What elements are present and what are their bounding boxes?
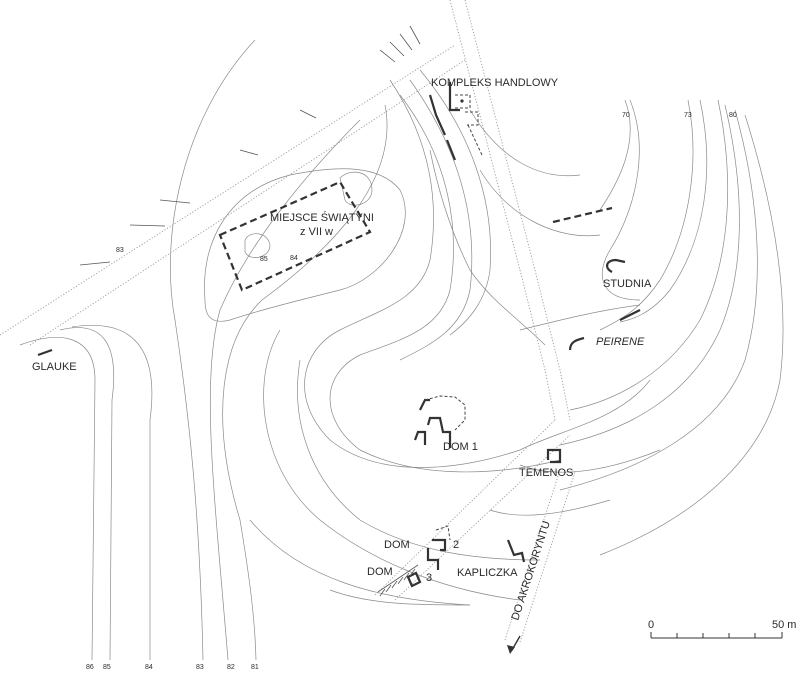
contour-line (204, 168, 406, 322)
elevation-label: 83 (196, 664, 204, 671)
label-peirene: PEIRENE (596, 336, 645, 348)
contour-line (419, 69, 491, 336)
road-edge (29, 59, 466, 346)
temple-site-outline (218, 180, 372, 292)
elevation-label: 85 (260, 256, 268, 263)
label-commercial-complex: KOMPLEKS HANDLOWY (431, 77, 559, 89)
label-temple-site: MIEJSCE ŚWIĄTYNI (270, 211, 374, 224)
elevation-label: 80 (729, 112, 737, 119)
scale-start-label: 0 (648, 619, 654, 631)
slope-hatching (79, 25, 421, 266)
label-house-1: DOM 1 (443, 441, 478, 453)
contour-line (559, 104, 740, 446)
scale-end-label: 50 m (772, 619, 796, 631)
road-edge (394, 434, 571, 601)
contour-line (519, 449, 661, 473)
contour-line (59, 327, 115, 661)
house-2-walls (426, 525, 451, 570)
elevation-label: 84 (290, 255, 298, 262)
contour-line (429, 149, 546, 346)
elevation-label: 85 (103, 664, 111, 671)
shrine-walls (506, 539, 526, 563)
elevation-label: 70 (622, 112, 630, 119)
elevation-label: 86 (86, 664, 94, 671)
contour-line (263, 329, 521, 601)
contour-line (601, 99, 641, 301)
road-edge (449, 0, 556, 421)
road-edge (0, 44, 456, 336)
elevation-label: 83 (116, 247, 124, 254)
contour-line (339, 171, 373, 206)
site-labels: KOMPLEKS HANDLOWY MIEJSCE ŚWIĄTYNI z VII… (32, 77, 652, 622)
contour-line (599, 99, 694, 331)
elevation-label: 84 (145, 664, 153, 671)
well-structure (606, 258, 641, 321)
commercial-complex-walls (428, 82, 483, 161)
contour-line (209, 119, 361, 661)
contour-line (329, 94, 561, 473)
contour-lines (19, 39, 784, 661)
label-glauke: GLAUKE (32, 361, 77, 373)
contour-line (479, 169, 601, 237)
contour-line (469, 109, 581, 177)
contour-line (519, 304, 641, 331)
dashed-wall (552, 206, 613, 224)
contour-line (304, 79, 651, 468)
contour-line (297, 359, 541, 561)
contour-line (329, 589, 471, 606)
ancient-roads (0, 0, 576, 643)
contour-line (489, 499, 611, 516)
glauke-wall (37, 348, 53, 357)
label-temenos: TEMENOS (519, 467, 573, 479)
hatched-wall (377, 564, 419, 597)
elevation-label: 82 (227, 664, 235, 671)
label-house-3: DOM (367, 566, 393, 578)
label-house-3-number: 3 (426, 572, 432, 584)
contour-line (244, 233, 271, 258)
arrow-head-icon (507, 645, 515, 654)
temenos-walls (546, 448, 562, 464)
label-house-2-number: 2 (453, 539, 459, 551)
contour-line (71, 325, 153, 660)
contour-line (222, 104, 388, 661)
peirene-wall (568, 336, 585, 351)
label-temple-date: z VII w (300, 226, 333, 238)
house-1-walls (413, 395, 466, 448)
contour-line (569, 99, 729, 411)
house-3-walls (406, 571, 422, 588)
contour-line (170, 39, 256, 661)
elevation-label: 73 (684, 112, 692, 119)
contour-line (619, 99, 708, 323)
contour-line (559, 109, 758, 491)
contour-line (599, 114, 784, 556)
label-well: STUDNIA (603, 278, 652, 290)
scale-bar: 0 50 m (648, 619, 796, 639)
road-edge (519, 471, 576, 643)
elevation-labels: 70 73 80 83 85 84 86 85 84 83 82 81 (86, 112, 737, 671)
elevation-label: 81 (251, 664, 259, 671)
contour-line (399, 79, 473, 361)
label-house-2: DOM (384, 539, 410, 551)
contour-line (599, 99, 631, 211)
road-edge (464, 0, 571, 421)
label-shrine: KAPLICZKA (457, 567, 518, 579)
contour-line (19, 337, 96, 661)
contour-line (249, 519, 471, 606)
